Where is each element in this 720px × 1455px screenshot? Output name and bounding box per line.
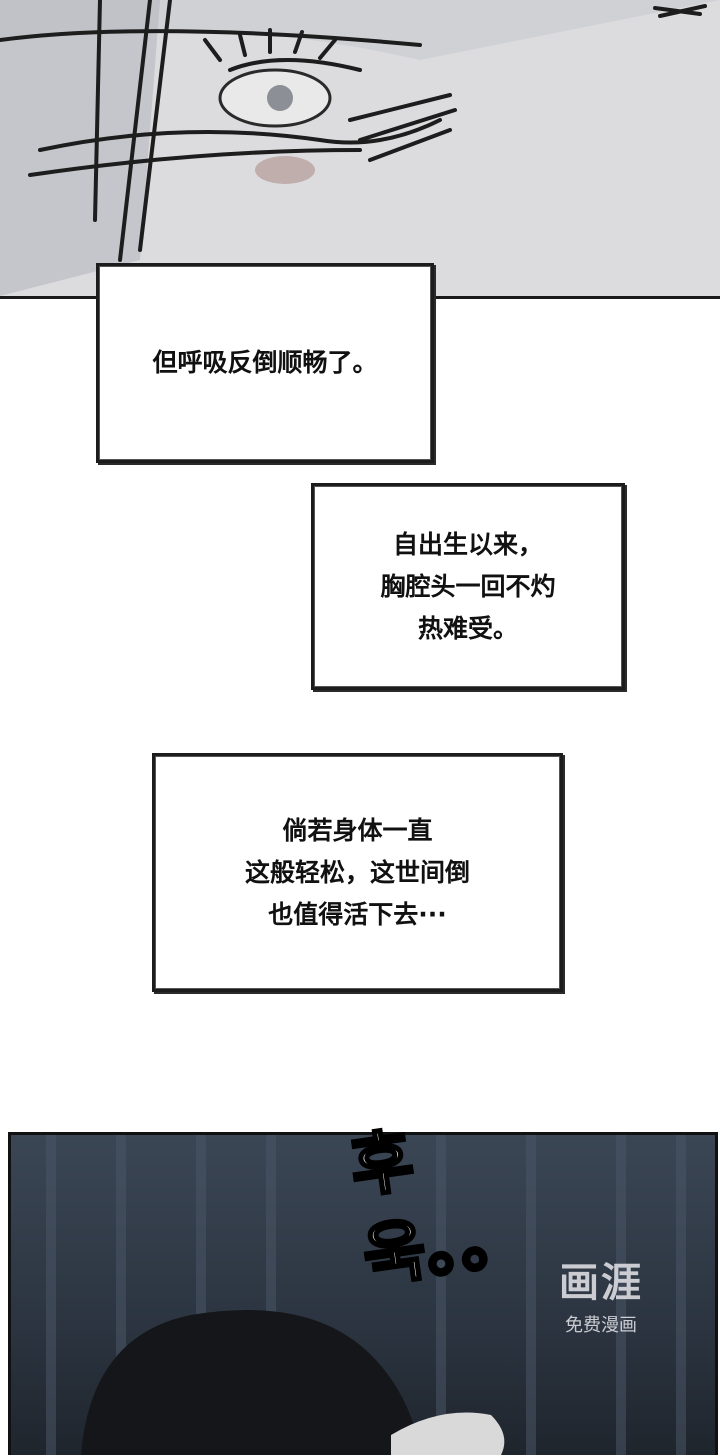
top-panel-eye-closeup [0,0,720,299]
caption-text-1: 但呼吸反倒顺畅了。 [152,348,378,377]
figure-illustration [46,1135,686,1455]
watermark-logo: 画涯 [559,1260,643,1306]
caption-text-2: 自出生以来， 胸腔头一回不灼 热难受。 [380,529,556,643]
caption-box-1: 但呼吸反倒顺畅了。 [96,263,434,463]
sound-effect-label: 후욱。。 [344,1120,533,1299]
caption-box-3: 倘若身体一直 这般轻松，这世间倒 也值得活下去··· [152,753,563,992]
bottom-panel-figure [8,1132,718,1455]
eye-illustration [0,0,720,296]
caption-box-2: 自出生以来， 胸腔头一回不灼 热难受。 [311,483,625,690]
watermark-subtitle: 免费漫画 [565,1315,637,1336]
watermark: 画涯 免费漫画 [538,1258,664,1340]
caption-text-3: 倘若身体一直 这般轻松，这世间倒 也值得活下去··· [244,815,470,929]
